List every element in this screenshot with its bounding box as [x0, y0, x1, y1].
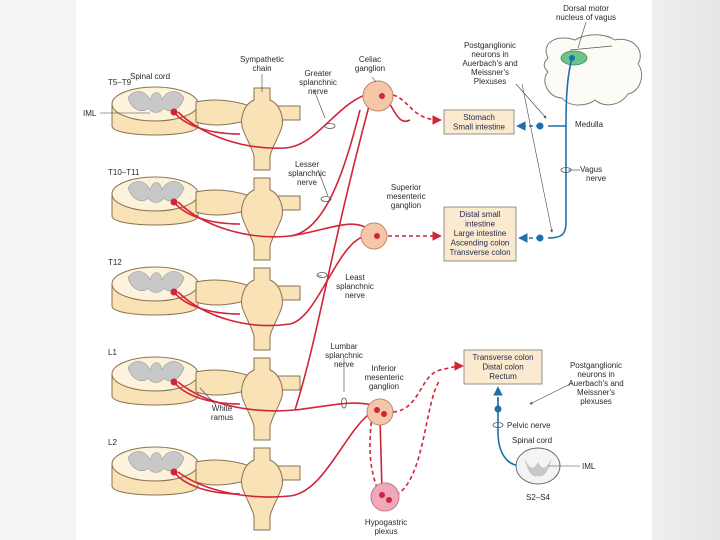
sympathetic-chain-ganglion	[241, 87, 283, 171]
organ-box-upper	[443, 109, 515, 135]
organ-box-line: Transverse colon	[449, 248, 510, 257]
label-iml-right: IML	[582, 462, 596, 471]
leader-lines	[100, 21, 587, 467]
least-splanchnic-nerve	[177, 235, 373, 327]
sympathetic-chain-ganglion	[241, 357, 283, 441]
spinal-segment-4: L1	[108, 348, 301, 441]
medulla	[543, 34, 643, 106]
spinal-segment-3: T12	[108, 258, 301, 351]
sympathetic-chain-ganglion	[241, 447, 283, 531]
organ-box-line: Transverse colon	[472, 353, 533, 362]
spinal-segment-2: T10–T11	[108, 168, 301, 261]
hypogastric-plexus	[370, 482, 400, 512]
organ-box-line: Large intestine	[454, 229, 507, 238]
sympathetic-chain-ganglion	[241, 177, 283, 261]
organ-box-middle	[443, 206, 517, 262]
greater-splanchnic-nerve	[177, 92, 373, 149]
nerve-markers	[316, 123, 347, 409]
label-sacral-segments: S2–S4	[526, 493, 551, 502]
inferior-mesenteric-ganglion	[366, 398, 394, 426]
segment-label: L2	[108, 438, 117, 447]
pelvic-nerve	[497, 398, 523, 467]
celiac-to-stomach-fibers	[392, 94, 442, 125]
sympathetic-chain-ganglion	[241, 267, 283, 351]
label-iml-left: IML	[83, 109, 97, 118]
organ-box-line: Small intestine	[453, 123, 506, 132]
label-medulla: Medulla	[575, 120, 604, 129]
organ-box-line: Rectum	[489, 372, 517, 381]
organ-box-line: Ascending colon	[451, 239, 510, 248]
organ-box-lower	[463, 349, 543, 385]
hypogastric-fibers	[395, 379, 441, 496]
postganglionic-sympathetic	[369, 94, 464, 496]
parasympathetic-ganglion-cells	[494, 122, 544, 470]
celiac-ganglion	[362, 80, 394, 112]
segment-label: T5–T9	[108, 78, 132, 87]
label-spinal-cord-bottom: Spinal cord	[512, 436, 552, 445]
medulla-outline	[543, 34, 643, 106]
label-spinal-cord-top: Spinal cord	[130, 72, 170, 81]
lumbar-splanchnic-nerve	[177, 381, 373, 412]
sympathetic-pathways	[177, 92, 411, 498]
spinal-segment-5: L2	[108, 438, 301, 531]
organ-box-line: Stomach	[463, 113, 495, 122]
organ-box-line: intestine	[465, 220, 495, 229]
segment-label: L1	[108, 348, 117, 357]
segment-label: T10–T11	[108, 168, 140, 177]
segment-label: T12	[108, 258, 122, 267]
organ-box-line: Distal small	[460, 210, 501, 219]
label-pelvic-nerve: Pelvic nerve	[507, 421, 551, 430]
prevertebral-ganglia	[360, 80, 400, 512]
organ-box-line: Distal colon	[482, 363, 523, 372]
spinal-segment-1: T5–T9	[108, 78, 301, 171]
inf-mesenteric-to-rectum-fibers	[392, 361, 464, 413]
